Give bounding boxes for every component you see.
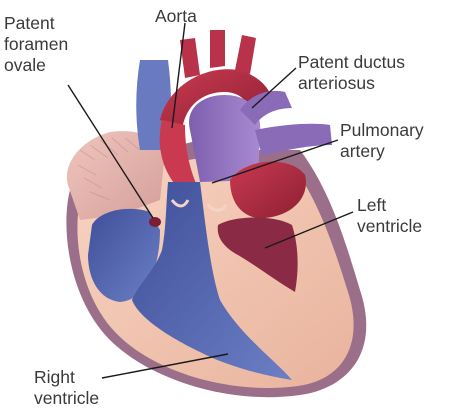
- label-pulmonary-artery: Pulmonary artery: [340, 120, 424, 162]
- foramen-ovale-opening: [149, 217, 161, 227]
- label-right-ventricle: Right ventricle: [34, 367, 99, 409]
- label-aorta: Aorta: [155, 6, 197, 27]
- label-left-ventricle: Left ventricle: [357, 195, 422, 237]
- label-patent-foramen-ovale: Patent foramen ovale: [4, 13, 68, 76]
- aorta-branch-3: [235, 35, 256, 74]
- label-patent-ductus-arteriosus: Patent ductus arteriosus: [298, 52, 405, 94]
- aorta-branch-2: [210, 30, 225, 68]
